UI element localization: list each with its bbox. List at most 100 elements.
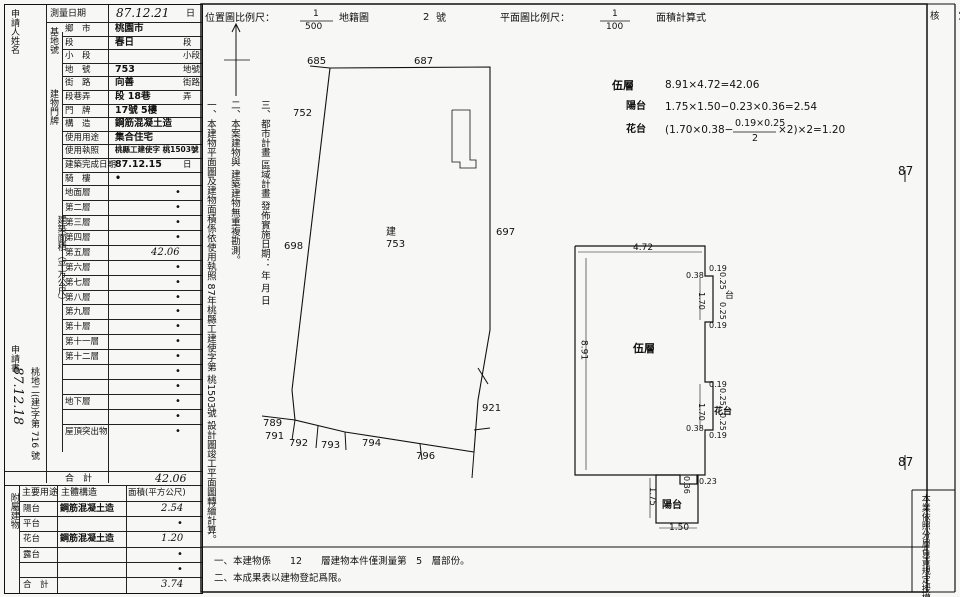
floor-area: • [175,410,181,422]
info-value: 春日 [115,36,135,48]
attach-side-label: 附屬建物 [8,493,19,529]
table-row [62,259,202,261]
table-row [62,35,202,37]
floor-label: 地面層 [65,188,91,199]
applicant-label: 申請人姓名 [9,9,19,54]
table-row [19,516,202,518]
table-row [62,90,202,91]
floor-area: • [175,291,181,303]
attach-area: • [177,518,183,530]
table-row [62,62,202,64]
location-scale-den: 500 [305,22,323,32]
table-row [62,117,202,119]
floor-label: 屋頂突出物 [65,426,108,437]
sheet-unit: 號 [436,13,446,24]
info-label: 使用用途 [65,132,100,143]
applicant-book-no: 桃地二(建)字第 716 號 [29,367,39,460]
info-label: 鄉 市 [65,24,91,34]
attach-label: 平台 [23,519,41,530]
plan-dim: 0.19 [709,264,727,273]
plan-balcony-width: 1.50 [669,523,690,533]
area-calc-label: 面積計算式 [656,13,706,24]
location-scale-num: 1 [313,9,319,19]
table-row [62,408,202,410]
floor-label: 第七層 [65,277,91,288]
plan-dim: 0.25 [718,272,728,290]
location-scale-label: 位置圖比例尺： [205,13,275,24]
plan-dim: 1.70 [697,292,707,310]
plan-dim: 0.19 [709,431,727,440]
floor-label: 第十二層 [65,352,100,363]
plan-scale-num: 1 [612,9,618,19]
calc-balcony-formula: 1.75×1.50−0.23×0.36=2.54 [665,101,818,113]
neighbor-parcel: 697 [496,227,516,238]
plan-planter-label: 台 [725,291,735,301]
north-arrow-icon [224,22,250,96]
info-label: 使用執照 [65,146,100,157]
table-row [62,334,202,336]
table-divider [46,5,47,483]
delegation-stamp: 本業依照分層負責規定授權主管課（室）長判發 [919,494,930,597]
floor-label: 第五層 [65,247,91,258]
info-value: 向善 [115,77,135,89]
plan-scale-label: 平面圖比例尺： [500,13,570,24]
info-label: 街 路 [65,78,91,89]
info-value: 桃園市 [115,23,144,34]
attach-label: 合 計 [23,580,49,590]
info-label: 構 造 [65,119,91,130]
table-row [62,22,202,23]
info-label: 騎 樓 [65,173,91,184]
base-label: 基地號 [48,27,58,54]
plan-balcony-label: 陽台 [662,500,682,511]
floor-label: 第十一層 [65,337,100,348]
floor-label: 地下層 [65,396,91,407]
info-label: 段 [65,37,74,48]
info-label: 地 號 [65,64,91,75]
table-row [62,378,202,380]
plan-dim: 0.19 [709,380,727,389]
info-value: 753 [115,63,135,75]
note-2: 二、本案建物與 建築建物無重複勘測。 [228,100,240,265]
plan-dim: 0.25 [718,413,728,431]
building-outline [451,109,477,169]
plan-width: 4.72 [633,243,654,253]
right-mark: 87 [898,164,914,178]
floor-label: 第六層 [65,262,91,273]
attach-label: 露台 [23,549,41,560]
info-label: 小 段 [65,51,91,62]
info-unit: 地號 [183,64,201,75]
total-label: 合 計 [65,474,93,484]
cadastral-label: 地籍圖 [339,13,369,24]
calc-planter-frac-num: 0.19×0.25 [735,118,786,129]
floor-area: • [175,231,181,243]
floor-area: • [175,202,181,214]
calc-planter-formula-b: ×2)×2=1.20 [778,124,846,136]
survey-date-label: 測量日期 [50,9,87,19]
plan-dim: 0.36 [682,476,692,494]
table-row [62,229,202,231]
balcony-outline [655,474,699,524]
info-value: 87.12.15 [115,159,162,170]
table-row [62,200,202,202]
calc-planter-formula-a: (1.70×0.38− [665,124,734,136]
table-row [62,144,202,146]
attach-header-area: 面積(平方公尺) [128,488,186,498]
table-row [62,76,202,78]
right-mark-2: 87 [898,455,914,469]
plan-dim: 0.38 [686,424,704,433]
table-row [62,130,202,132]
floor-area: • [175,366,181,377]
floor-label: 第八層 [65,292,91,303]
bottom-note-2: 二、本成果表以建物登記爲限。 [214,573,348,584]
table-row [62,349,202,351]
table-row [62,289,202,291]
neighbor-parcel: 687 [414,56,434,67]
table-row [19,546,202,548]
info-unit: 弄 [183,92,192,102]
table-row [62,158,202,159]
floor-label: 第四層 [65,232,91,243]
survey-date-unit: 日 [186,9,196,19]
floor-label: 第九層 [65,307,91,318]
plan-room-label: 伍層 [633,342,655,355]
